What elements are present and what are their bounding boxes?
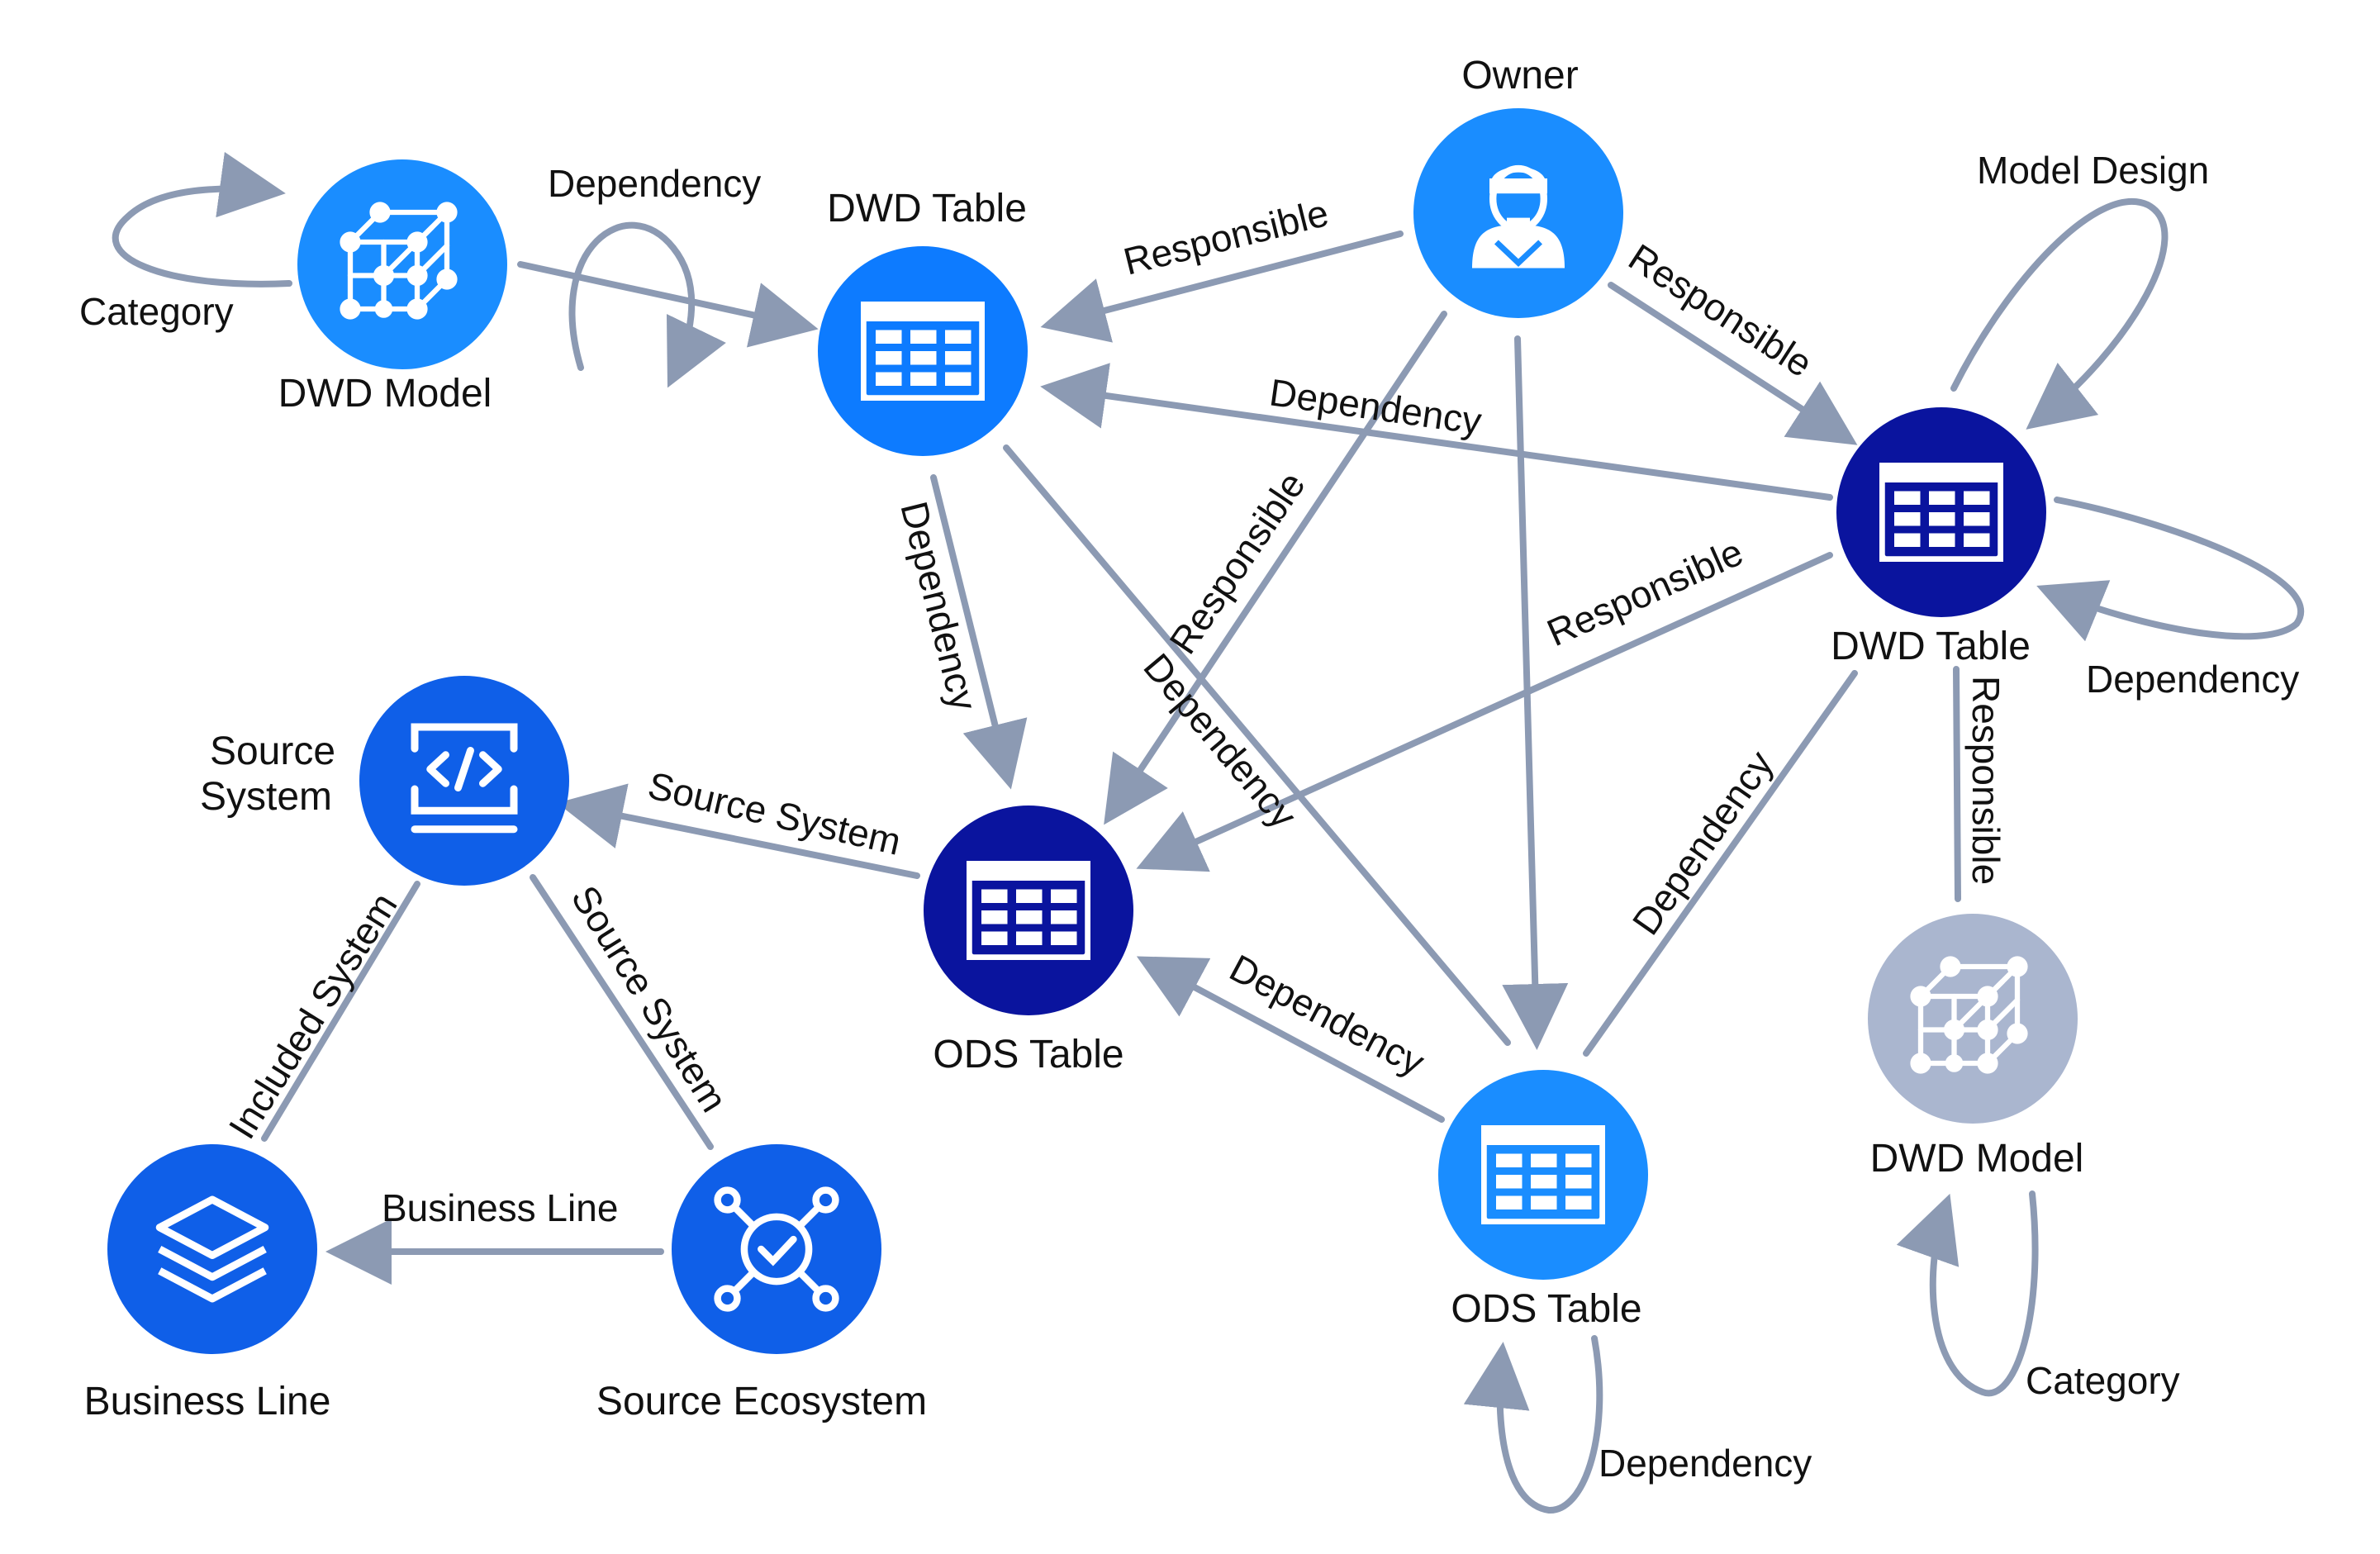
node-source-system[interactable]: Source System <box>200 676 569 886</box>
edge-ods2-to-ods1 <box>1136 956 1445 1123</box>
node-source-ecosystem[interactable]: Source Ecosystem <box>596 1144 927 1423</box>
node-label-source-system-line1: Source <box>210 729 335 773</box>
edge-dwd2-to-dwd1 <box>1040 363 1833 501</box>
node-ods-table-2[interactable]: ODS Table <box>1438 1070 1648 1331</box>
edge-label-business-line: Business Line <box>382 1186 618 1229</box>
node-label-business-line: Business Line <box>84 1380 331 1423</box>
edge-label-dependency-dwd2-self: Dependency <box>2086 658 2299 701</box>
edge-ods2-to-dwd2 <box>1583 670 1858 1057</box>
node-label-source-system-line2: System <box>200 775 332 819</box>
table-icon <box>968 863 1090 959</box>
node-label-dwd-table-2: DWD Table <box>1831 625 2031 668</box>
edge-dwd2-to-ods1 <box>1136 552 1833 872</box>
table-icon <box>1881 464 2002 561</box>
node-dwd-table-2[interactable]: DWD Table <box>1831 407 2046 668</box>
node-label-dwd-table-1: DWD Table <box>827 187 1027 230</box>
edge-category-2 <box>1896 1190 2039 1397</box>
edge-ods2-self-loop <box>1463 1335 1603 1514</box>
node-owner[interactable]: Owner <box>1413 54 1623 318</box>
edge-owner-to-dwd1 <box>1040 230 1404 343</box>
edge-model1-to-dwd1 <box>517 261 819 348</box>
edge-label-source-system-eco: Source System <box>563 878 736 1119</box>
node-label-source-ecosystem: Source Ecosystem <box>596 1380 927 1423</box>
edge-owner-to-ods2 <box>1502 335 1569 1050</box>
edge-dwd2-self-loop <box>2036 497 2305 642</box>
edge-label-category-2: Category <box>2026 1359 2180 1402</box>
edge-category-1 <box>112 151 292 288</box>
edge-label-dependency-ods2-dwd2: Dependency <box>1624 743 1782 942</box>
edge-source-to-eco <box>530 874 714 1150</box>
node-label-ods-table-2: ODS Table <box>1451 1287 1641 1331</box>
edge-owner-to-dwd2 <box>1608 282 1858 445</box>
edge-dwd1-to-ods2 <box>1003 444 1511 1046</box>
edge-label-category-1: Category <box>79 290 234 333</box>
node-business-line[interactable]: Business Line <box>84 1144 331 1423</box>
node-label-dwd-model-2: DWD Model <box>1870 1137 2084 1181</box>
edge-label-responsible-owner-ods1: Responsible <box>1161 464 1314 662</box>
edge-owner-to-ods1 <box>1104 311 1447 825</box>
edge-label-dependency-model1: Dependency <box>548 162 761 205</box>
edge-label-included-system: Included System <box>220 885 405 1146</box>
edge-included-system <box>261 881 420 1142</box>
node-dwd-model-2[interactable]: DWD Model <box>1868 914 2083 1181</box>
node-label-ods-table-1: ODS Table <box>933 1033 1123 1076</box>
node-dwd-table-1[interactable]: DWD Table <box>818 187 1028 456</box>
edge-label-model-design: Model Design <box>1977 149 2209 192</box>
node-ods-table-1[interactable]: ODS Table <box>924 806 1133 1076</box>
table-icon <box>862 303 984 400</box>
node-dwd-model-1[interactable]: DWD Model <box>278 159 507 416</box>
edge-dependency-loop-1 <box>568 221 726 388</box>
node-label-dwd-model-1: DWD Model <box>278 372 492 416</box>
edge-dwd2-to-model2 <box>1953 666 1961 902</box>
edge-ods1-to-source <box>557 783 920 879</box>
node-label-owner: Owner <box>1461 54 1578 97</box>
edge-label-responsible-dwd2-model2: Responsible <box>1964 676 2007 885</box>
edge-model-design-loop <box>1950 197 2169 430</box>
edge-label-dependency-ods2-self: Dependency <box>1599 1442 1812 1485</box>
table-icon <box>1483 1127 1604 1224</box>
edge-label-dependency-dwd1-ods1: Dependency <box>892 497 986 715</box>
edge-dwd1-to-ods1 <box>930 474 1028 790</box>
edge-label-responsible-owner-dwd1: Responsible <box>1119 191 1333 283</box>
edge-label-dependency-ods2-ods1: Dependency <box>1223 946 1431 1084</box>
